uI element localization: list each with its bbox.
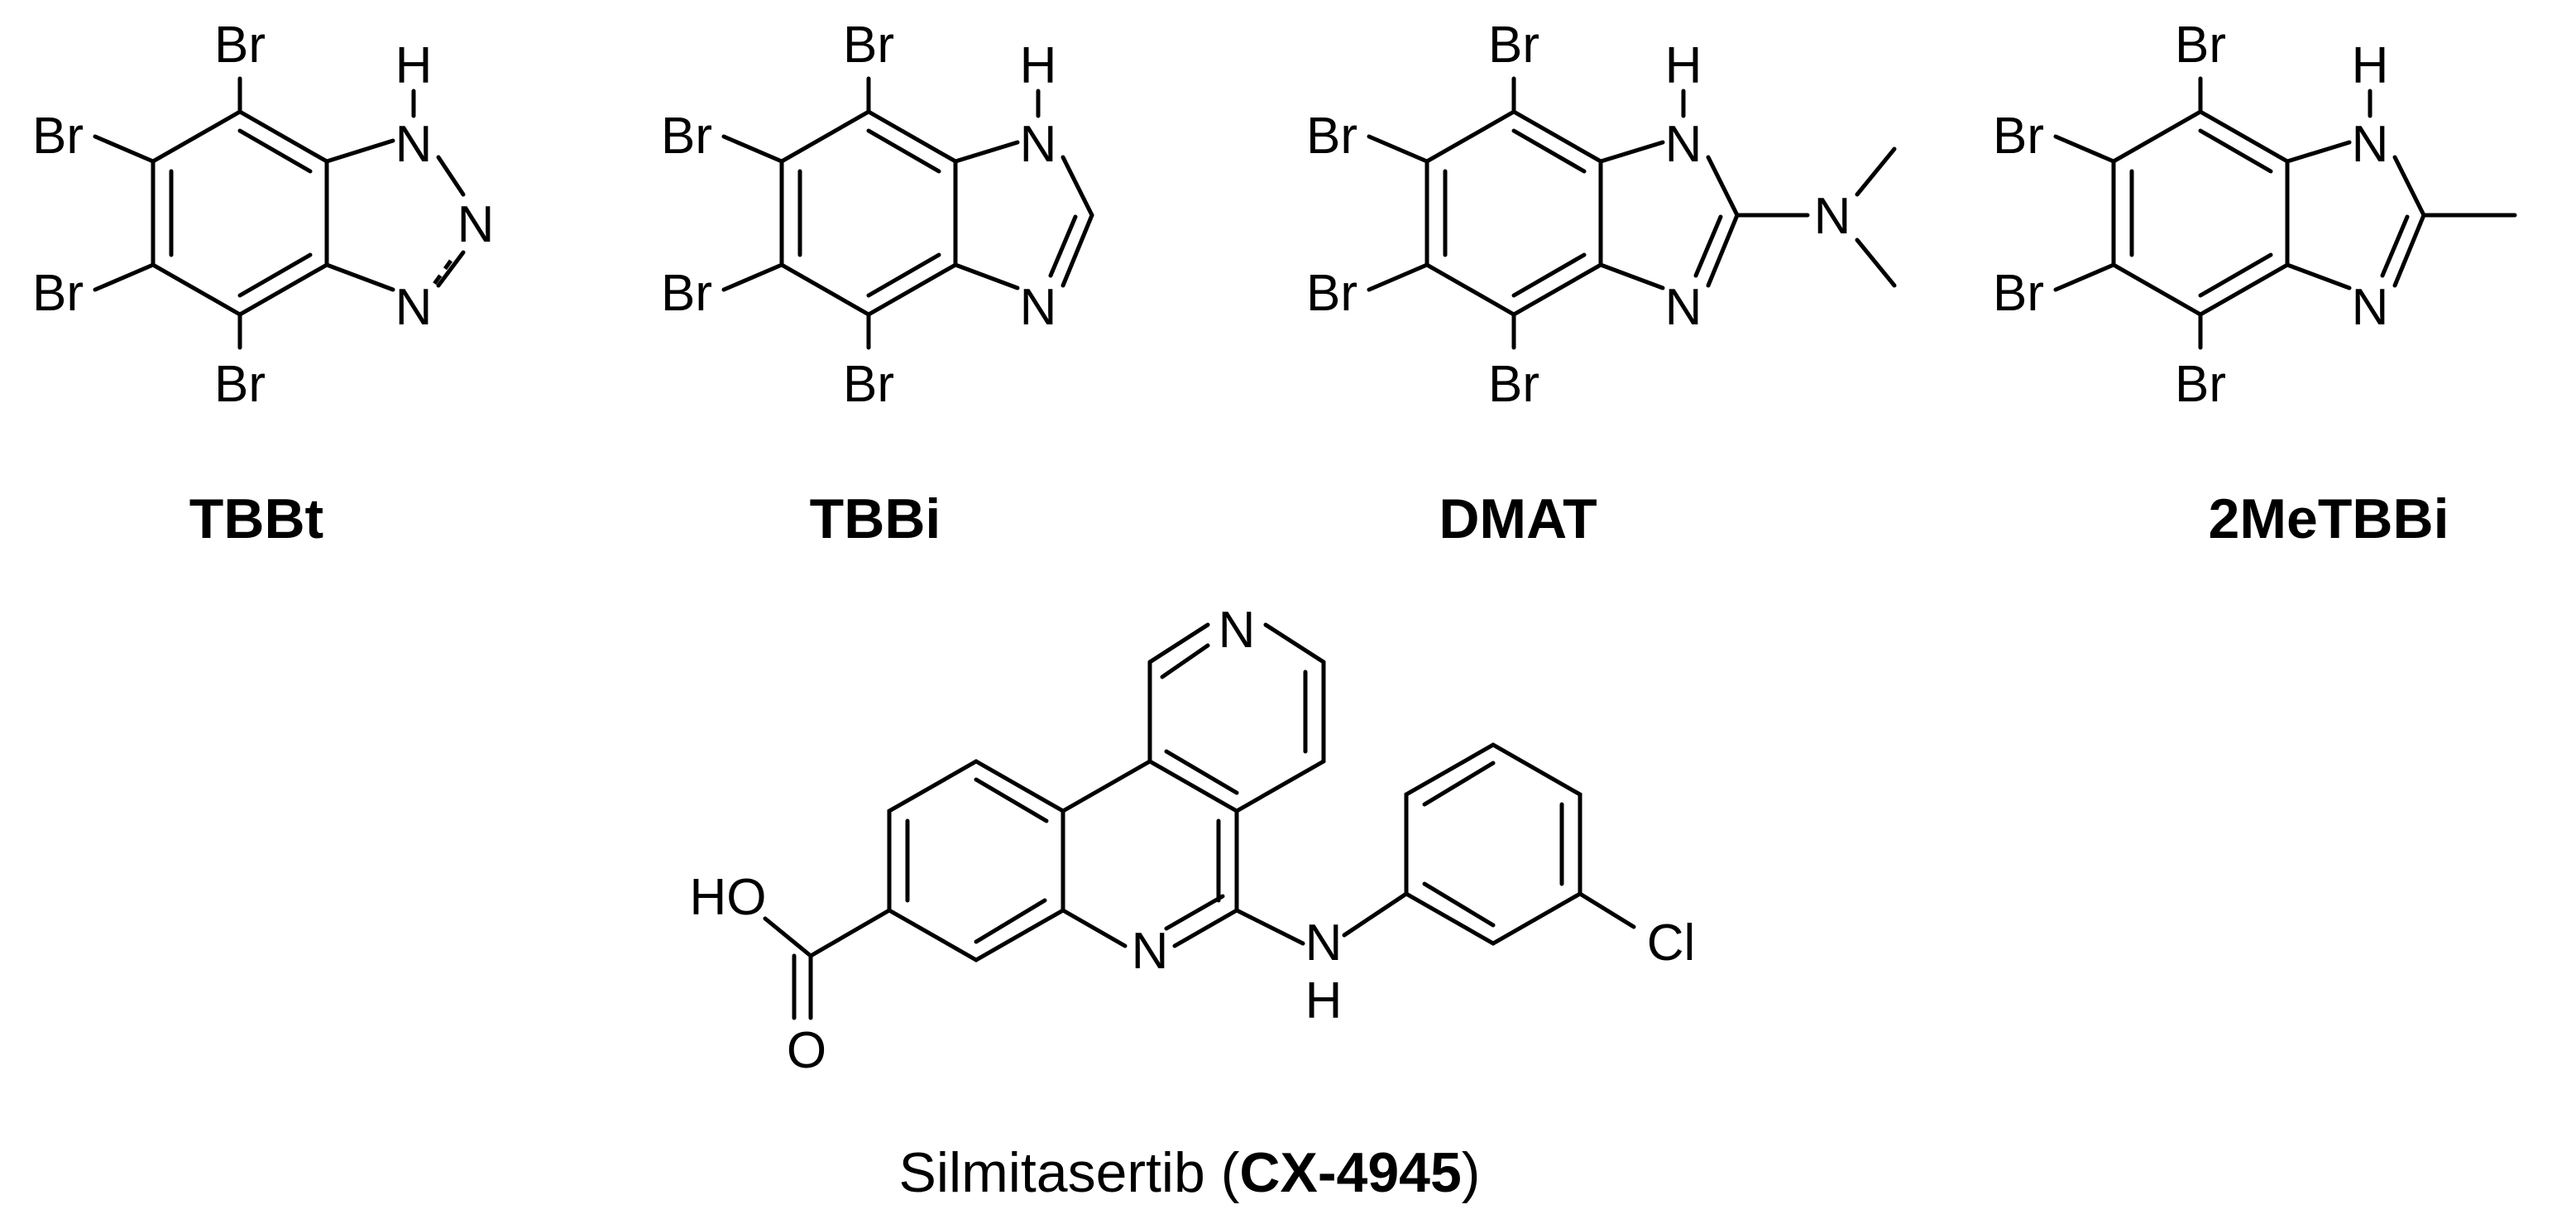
hydrogen-label: H	[1665, 37, 1702, 94]
bromine-label: Br	[661, 265, 712, 322]
bromine-label: Br	[214, 17, 266, 74]
nitrogen-label: N	[2352, 279, 2389, 336]
bromine-label: Br	[1993, 265, 2044, 322]
bromine-label: Br	[1306, 108, 1357, 165]
structure-tbbi: Br Br Br Br H N N TBBi	[661, 17, 1094, 550]
hydrogen-label: H	[1020, 37, 1057, 94]
compound-name-tbbi: TBBi	[810, 487, 941, 550]
nitrogen-label: N	[395, 279, 433, 336]
bromine-label: Br	[1488, 356, 1539, 413]
oxygen-label: O	[787, 1022, 826, 1079]
structure-2metbbi: Br Br Br Br H N N 2MeTBBi	[1993, 17, 2517, 550]
bromine-label: Br	[32, 108, 84, 165]
hydroxyl-label: HO	[690, 869, 767, 926]
bromine-label: Br	[661, 108, 712, 165]
caption-suffix: )	[1462, 1141, 1481, 1204]
hydrogen-label: H	[395, 37, 433, 94]
compound-caption-cx4945: Silmitasertib (CX-4945)	[899, 1141, 1481, 1204]
nitrogen-label: N	[2352, 116, 2389, 173]
bromine-label: Br	[843, 17, 894, 74]
bromine-label: Br	[1993, 108, 2044, 165]
bromine-label: Br	[2175, 17, 2226, 74]
bromine-label: Br	[1488, 17, 1539, 74]
hydrogen-label: H	[2352, 37, 2389, 94]
caption-prefix: Silmitasertib (	[899, 1141, 1240, 1204]
hydrogen-label: H	[1305, 972, 1343, 1029]
bromine-label: Br	[1306, 265, 1357, 322]
compound-name-2metbbi: 2MeTBBi	[2209, 487, 2449, 550]
nitrogen-label: N	[1020, 279, 1057, 336]
structure-cx4945: N N N H HO O Cl Silmitasertib (CX-4945)	[690, 602, 1696, 1204]
nitrogen-label: N	[1219, 602, 1256, 659]
nitrogen-label: N	[1132, 923, 1169, 980]
chlorine-label: Cl	[1647, 914, 1696, 972]
bromine-label: Br	[214, 356, 266, 413]
nitrogen-label: N	[1305, 914, 1343, 972]
compound-name-dmat: DMAT	[1439, 487, 1597, 550]
bromine-label: Br	[843, 356, 894, 413]
nitrogen-label: N	[1665, 116, 1702, 173]
structure-dmat: Br Br Br Br H N N N DMAT	[1306, 17, 1897, 550]
nitrogen-label: N	[395, 116, 433, 173]
nitrogen-label: N	[1020, 116, 1057, 173]
nitrogen-label: N	[1814, 188, 1851, 245]
caption-code: CX-4945	[1239, 1141, 1461, 1204]
bromine-label: Br	[2175, 356, 2226, 413]
bromine-label: Br	[32, 265, 84, 322]
nitrogen-label: N	[1665, 279, 1702, 336]
nitrogen-label: N	[457, 196, 495, 253]
compound-name-tbbt: TBBt	[189, 487, 323, 550]
structure-tbbt: Br Br Br Br H N N N TBBt	[32, 17, 494, 550]
